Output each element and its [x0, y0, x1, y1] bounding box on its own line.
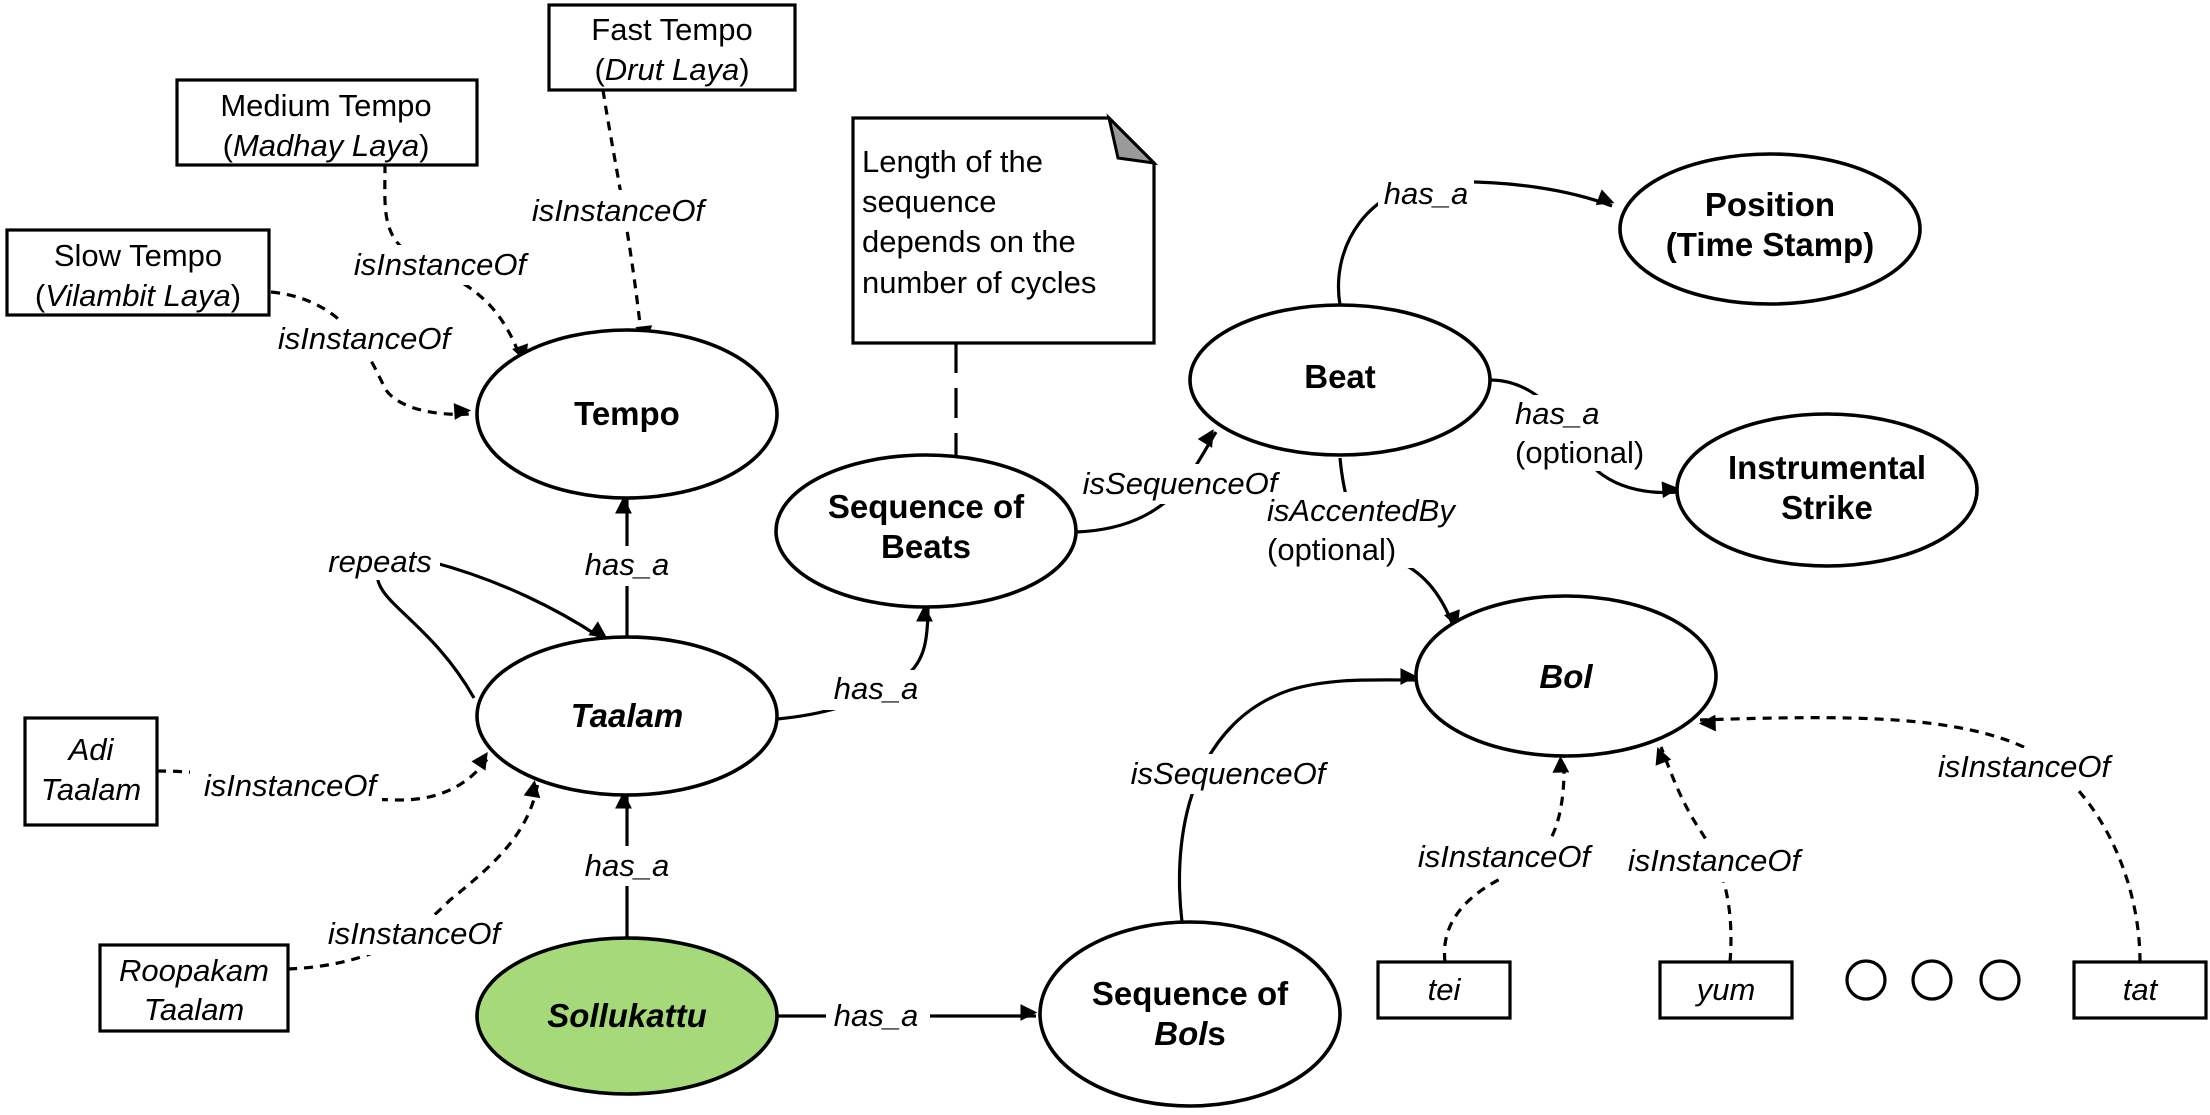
node-sollukattu-label: Sollukattu [547, 997, 707, 1034]
edge-taalam-repeats [375, 569, 476, 699]
edge-taalam-repeats-arrow [431, 560, 608, 642]
label-beat-instrumental-has-a: has_a [1515, 396, 1599, 431]
tat-label: tat [2123, 972, 2159, 1007]
node-beat-label: Beat [1304, 358, 1376, 395]
node-instrumental-strike-line-2: Strike [1781, 489, 1873, 526]
note-line-2: sequence [862, 184, 996, 219]
yum-label: yum [1695, 972, 1756, 1007]
fast-tempo-box: Fast Tempo (Drut Laya) [547, 3, 797, 92]
label-taalam-tempo-has-a: has_a [585, 547, 669, 582]
node-taalam: Taalam [475, 635, 779, 797]
adi-taalam-line-1: Adi [67, 732, 115, 767]
label-tei-is-instance-of: isInstanceOf [1418, 839, 1594, 874]
node-position-line-2: (Time Stamp) [1666, 226, 1874, 263]
node-sequence-of-bols-line-1: Sequence of [1092, 975, 1289, 1012]
tat-box: tat [2072, 960, 2208, 1020]
label-tat-is-instance-of: isInstanceOf [1938, 749, 2114, 784]
node-sequence-of-beats: Sequence of Beats [774, 453, 1078, 609]
medium-tempo-subtitle: (Madhay Laya) [223, 128, 430, 163]
node-position-line-1: Position [1705, 186, 1835, 223]
label-slow-is-instance-of: isInstanceOf [278, 321, 454, 356]
edge-medium-tempo-to-tempo [383, 163, 529, 363]
node-sollukattu: Sollukattu [475, 936, 779, 1096]
note-line-1: Length of the [862, 144, 1043, 179]
roopakam-taalam-line-2: Taalam [144, 992, 245, 1027]
node-sequence-of-bols-line-2: Bols [1154, 1015, 1226, 1052]
node-sequence-of-beats-line-1: Sequence of [828, 488, 1025, 525]
node-sequence-of-beats-line-2: Beats [881, 528, 971, 565]
node-position: Position (Time Stamp) [1618, 152, 1922, 306]
note-line-4: number of cycles [862, 265, 1096, 300]
edge-labels: isInstanceOf isInstanceOf isInstanceOf h… [190, 175, 2120, 1036]
edge-fast-tempo-to-tempo [601, 89, 653, 343]
fast-tempo-title: Fast Tempo [591, 12, 752, 47]
slow-tempo-box: Slow Tempo (Vilambit Laya) [5, 228, 271, 317]
node-taalam-label: Taalam [571, 697, 684, 734]
node-instrumental-strike: Instrumental Strike [1675, 412, 1979, 568]
edge-seq-bols-to-bol [1177, 668, 1418, 923]
node-tempo-label: Tempo [574, 395, 680, 432]
node-sequence-of-bols: Sequence of Bols [1038, 920, 1342, 1108]
adi-taalam-line-2: Taalam [41, 772, 142, 807]
medium-tempo-title: Medium Tempo [220, 88, 431, 123]
label-beat-bol-optional: (optional) [1267, 532, 1396, 567]
label-seq-bols-is-sequence-of: isSequenceOf [1131, 756, 1329, 791]
label-sollukattu-seq-bols-has-a: has_a [834, 998, 918, 1033]
label-medium-is-instance-of: isInstanceOf [354, 247, 530, 282]
medium-tempo-box: Medium Tempo (Madhay Laya) [175, 78, 479, 167]
edge-roopakam-to-taalam [287, 780, 541, 971]
label-beat-position-has-a: has_a [1384, 176, 1468, 211]
ellipsis-circle-1 [1845, 959, 1887, 1001]
slow-tempo-title: Slow Tempo [54, 238, 222, 273]
tei-label: tei [1428, 972, 1462, 1007]
ellipsis-circle-2 [1911, 959, 1953, 1001]
fast-tempo-subtitle: (Drut Laya) [594, 52, 749, 87]
sequence-length-note: Length of the sequence depends on the nu… [851, 113, 1159, 345]
label-repeats: repeats [328, 544, 431, 579]
label-beat-bol-is-accented-by: isAccentedBy [1267, 493, 1457, 528]
yum-box: yum [1658, 960, 1794, 1020]
node-tempo: Tempo [475, 328, 779, 500]
label-sollukattu-taalam-has-a: has_a [585, 848, 669, 883]
note-line-3: depends on the [862, 224, 1076, 259]
edge-slow-tempo-to-tempo [270, 290, 472, 420]
node-bol-label: Bol [1539, 658, 1593, 695]
label-seq-beats-is-sequence-of: isSequenceOf [1083, 466, 1281, 501]
label-yum-is-instance-of: isInstanceOf [1628, 843, 1804, 878]
tei-box: tei [1376, 960, 1512, 1020]
node-beat: Beat [1188, 303, 1492, 457]
label-adi-is-instance-of: isInstanceOf [204, 768, 380, 803]
roopakam-taalam-line-1: Roopakam [119, 953, 269, 988]
edge-tat-to-bol [1698, 714, 2142, 963]
label-roopakam-is-instance-of: isInstanceOf [328, 916, 504, 951]
ellipsis-circle-3 [1979, 959, 2021, 1001]
roopakam-taalam-box: Roopakam Taalam [98, 943, 290, 1033]
slow-tempo-subtitle: (Vilambit Laya) [35, 278, 241, 313]
ellipsis-circles [1845, 959, 2021, 1001]
label-beat-instrumental-optional: (optional) [1515, 435, 1644, 470]
label-fast-is-instance-of: isInstanceOf [532, 193, 708, 228]
node-bol: Bol [1414, 594, 1718, 758]
node-instrumental-strike-line-1: Instrumental [1728, 449, 1926, 486]
label-taalam-seq-beats-has-a: has_a [834, 671, 918, 706]
adi-taalam-box: Adi Taalam [23, 716, 159, 827]
